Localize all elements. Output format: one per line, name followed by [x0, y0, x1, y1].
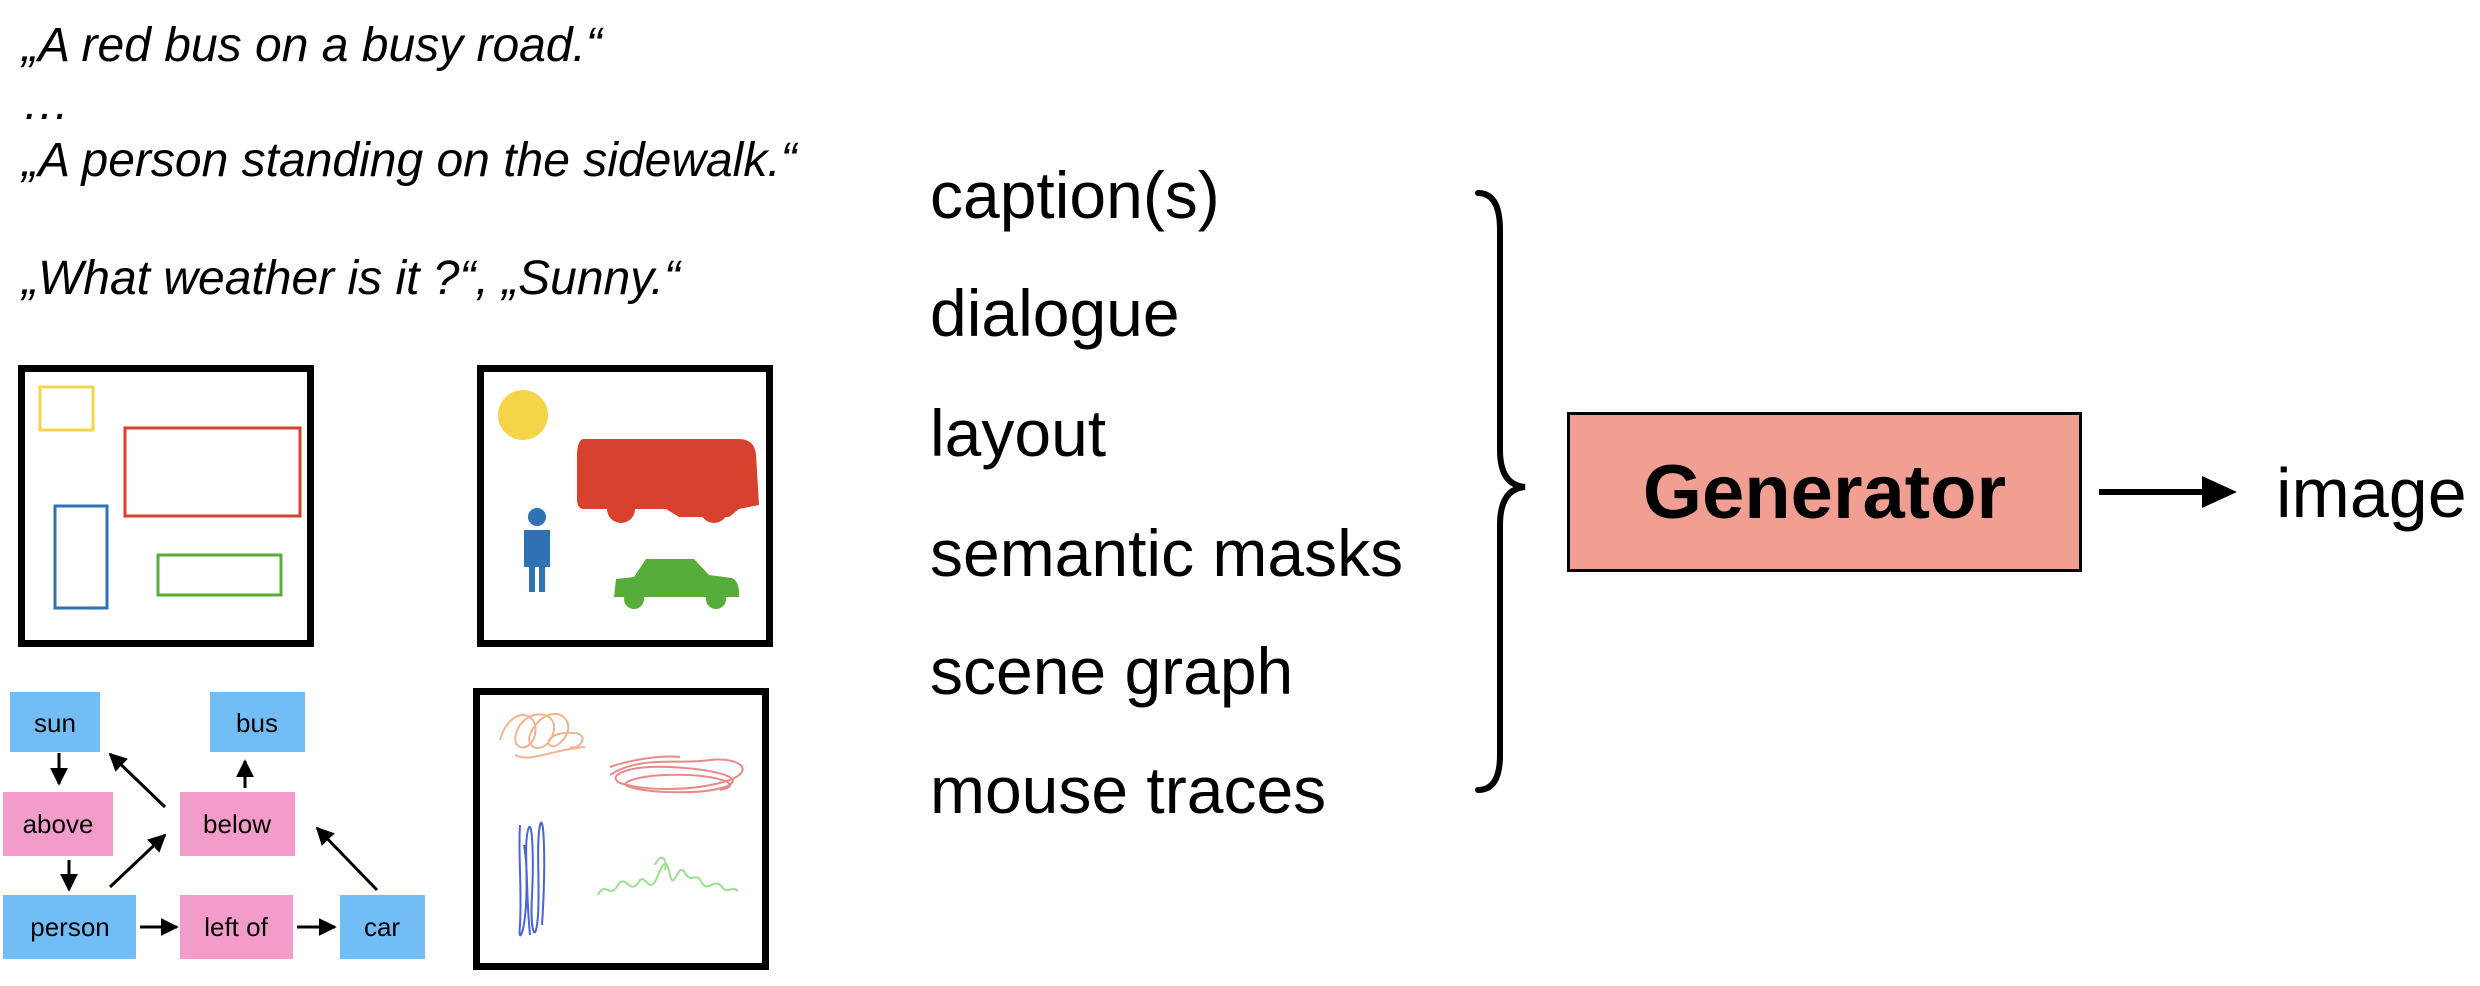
- scene-graph-edges: [50, 752, 379, 936]
- input-type-layout: layout: [930, 396, 1107, 470]
- node-car: car: [340, 895, 425, 959]
- input-type-mouse-traces: mouse traces: [930, 753, 1327, 827]
- layout-panel: [18, 365, 314, 647]
- mouse-traces-panel: [473, 688, 769, 970]
- layout-box-bus: [123, 426, 302, 518]
- mouse-traces: [499, 713, 744, 937]
- layout-boxes: [38, 385, 302, 610]
- generator-label: Generator: [1642, 449, 2007, 535]
- layout-box-person: [53, 504, 109, 610]
- node-below: below: [180, 792, 295, 856]
- node-person-label: person: [30, 912, 110, 942]
- node-below-label: below: [203, 809, 271, 839]
- trace-green: [597, 856, 739, 896]
- curly-brace: [1475, 190, 1526, 793]
- semantic-masks: [498, 390, 759, 609]
- sun-icon: [498, 390, 548, 440]
- caption-example-2: „A person standing on the sidewalk.“: [22, 134, 797, 187]
- node-left-of-label: left of: [204, 912, 268, 942]
- caption-ellipsis: …: [22, 77, 70, 130]
- output-arrow: [2099, 476, 2237, 508]
- node-bus: bus: [210, 692, 305, 752]
- person-icon: [524, 508, 550, 592]
- edge-car-below: [315, 826, 379, 892]
- node-car-label: car: [364, 912, 400, 942]
- node-bus-label: bus: [236, 708, 278, 738]
- node-sun-label: sun: [34, 708, 76, 738]
- dialogue-example: „What weather is it ?“, „Sunny.“: [22, 252, 680, 305]
- car-icon: [614, 559, 740, 609]
- node-person: person: [3, 895, 136, 959]
- edge-below-sun: [108, 752, 167, 809]
- node-above-label: above: [23, 809, 94, 839]
- node-above: above: [3, 792, 113, 856]
- semantic-mask-panel: [477, 365, 773, 647]
- trace-blue: [518, 821, 546, 937]
- input-type-captions: caption(s): [930, 158, 1220, 232]
- node-sun: sun: [10, 692, 100, 752]
- input-type-dialogue: dialogue: [930, 276, 1180, 350]
- edge-person-below: [108, 833, 167, 889]
- trace-red: [609, 755, 744, 794]
- bus-icon: [577, 439, 759, 523]
- input-type-scene-graph: scene graph: [930, 634, 1294, 708]
- scene-graph: sun bus above below person left of car: [3, 692, 425, 959]
- layout-box-car: [156, 553, 283, 597]
- layout-box-sun: [38, 385, 95, 432]
- input-type-semantic-masks: semantic masks: [930, 516, 1404, 590]
- generator-box: Generator: [1567, 412, 2082, 572]
- caption-example-1: „A red bus on a busy road.“: [22, 19, 602, 72]
- node-left-of: left of: [180, 895, 293, 959]
- output-label: image: [2276, 454, 2467, 532]
- trace-orange: [499, 713, 586, 759]
